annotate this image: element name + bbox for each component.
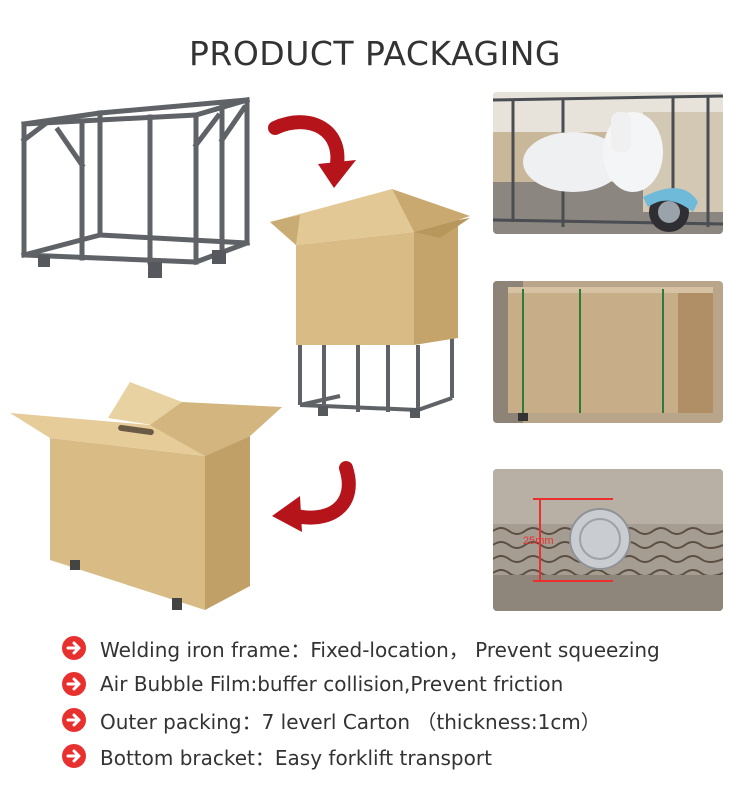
carton-on-frame-drawing [270,189,470,418]
feature-list: Welding iron frame：Fixed-location， Preve… [62,630,742,774]
thickness-label: 25mm [523,535,554,547]
iron-frame-drawing [20,96,251,266]
arrow-right-circle-icon [62,744,86,768]
curved-arrow-icon [268,115,356,188]
arrow-right-circle-icon [62,636,86,660]
feature-text: Air Bubble Film:buffer collision,Prevent… [100,672,564,696]
carton-photo [493,281,723,423]
feature-text: Welding iron frame：Fixed-location， Preve… [100,637,660,662]
feature-item: Bottom bracket：Easy forklift transport [62,738,742,774]
curved-arrow-icon [272,461,356,532]
page-title: PRODUCT PACKAGING [189,34,561,73]
packaging-process-illustration [10,96,470,610]
feature-item: Welding iron frame：Fixed-location， Preve… [62,630,742,666]
scooter-in-frame-photo [493,92,723,234]
feature-text: Outer packing：7 leverl Carton （thickness… [100,709,601,734]
closed-carton-drawing [10,382,282,610]
feature-item: Outer packing：7 leverl Carton （thickness… [62,702,742,738]
feature-text: Bottom bracket：Easy forklift transport [100,745,492,770]
arrow-right-circle-icon [62,672,86,696]
feature-item: Air Bubble Film:buffer collision,Prevent… [62,666,742,702]
carton-thickness-photo: 25mm [493,469,723,611]
arrow-right-circle-icon [62,708,86,732]
